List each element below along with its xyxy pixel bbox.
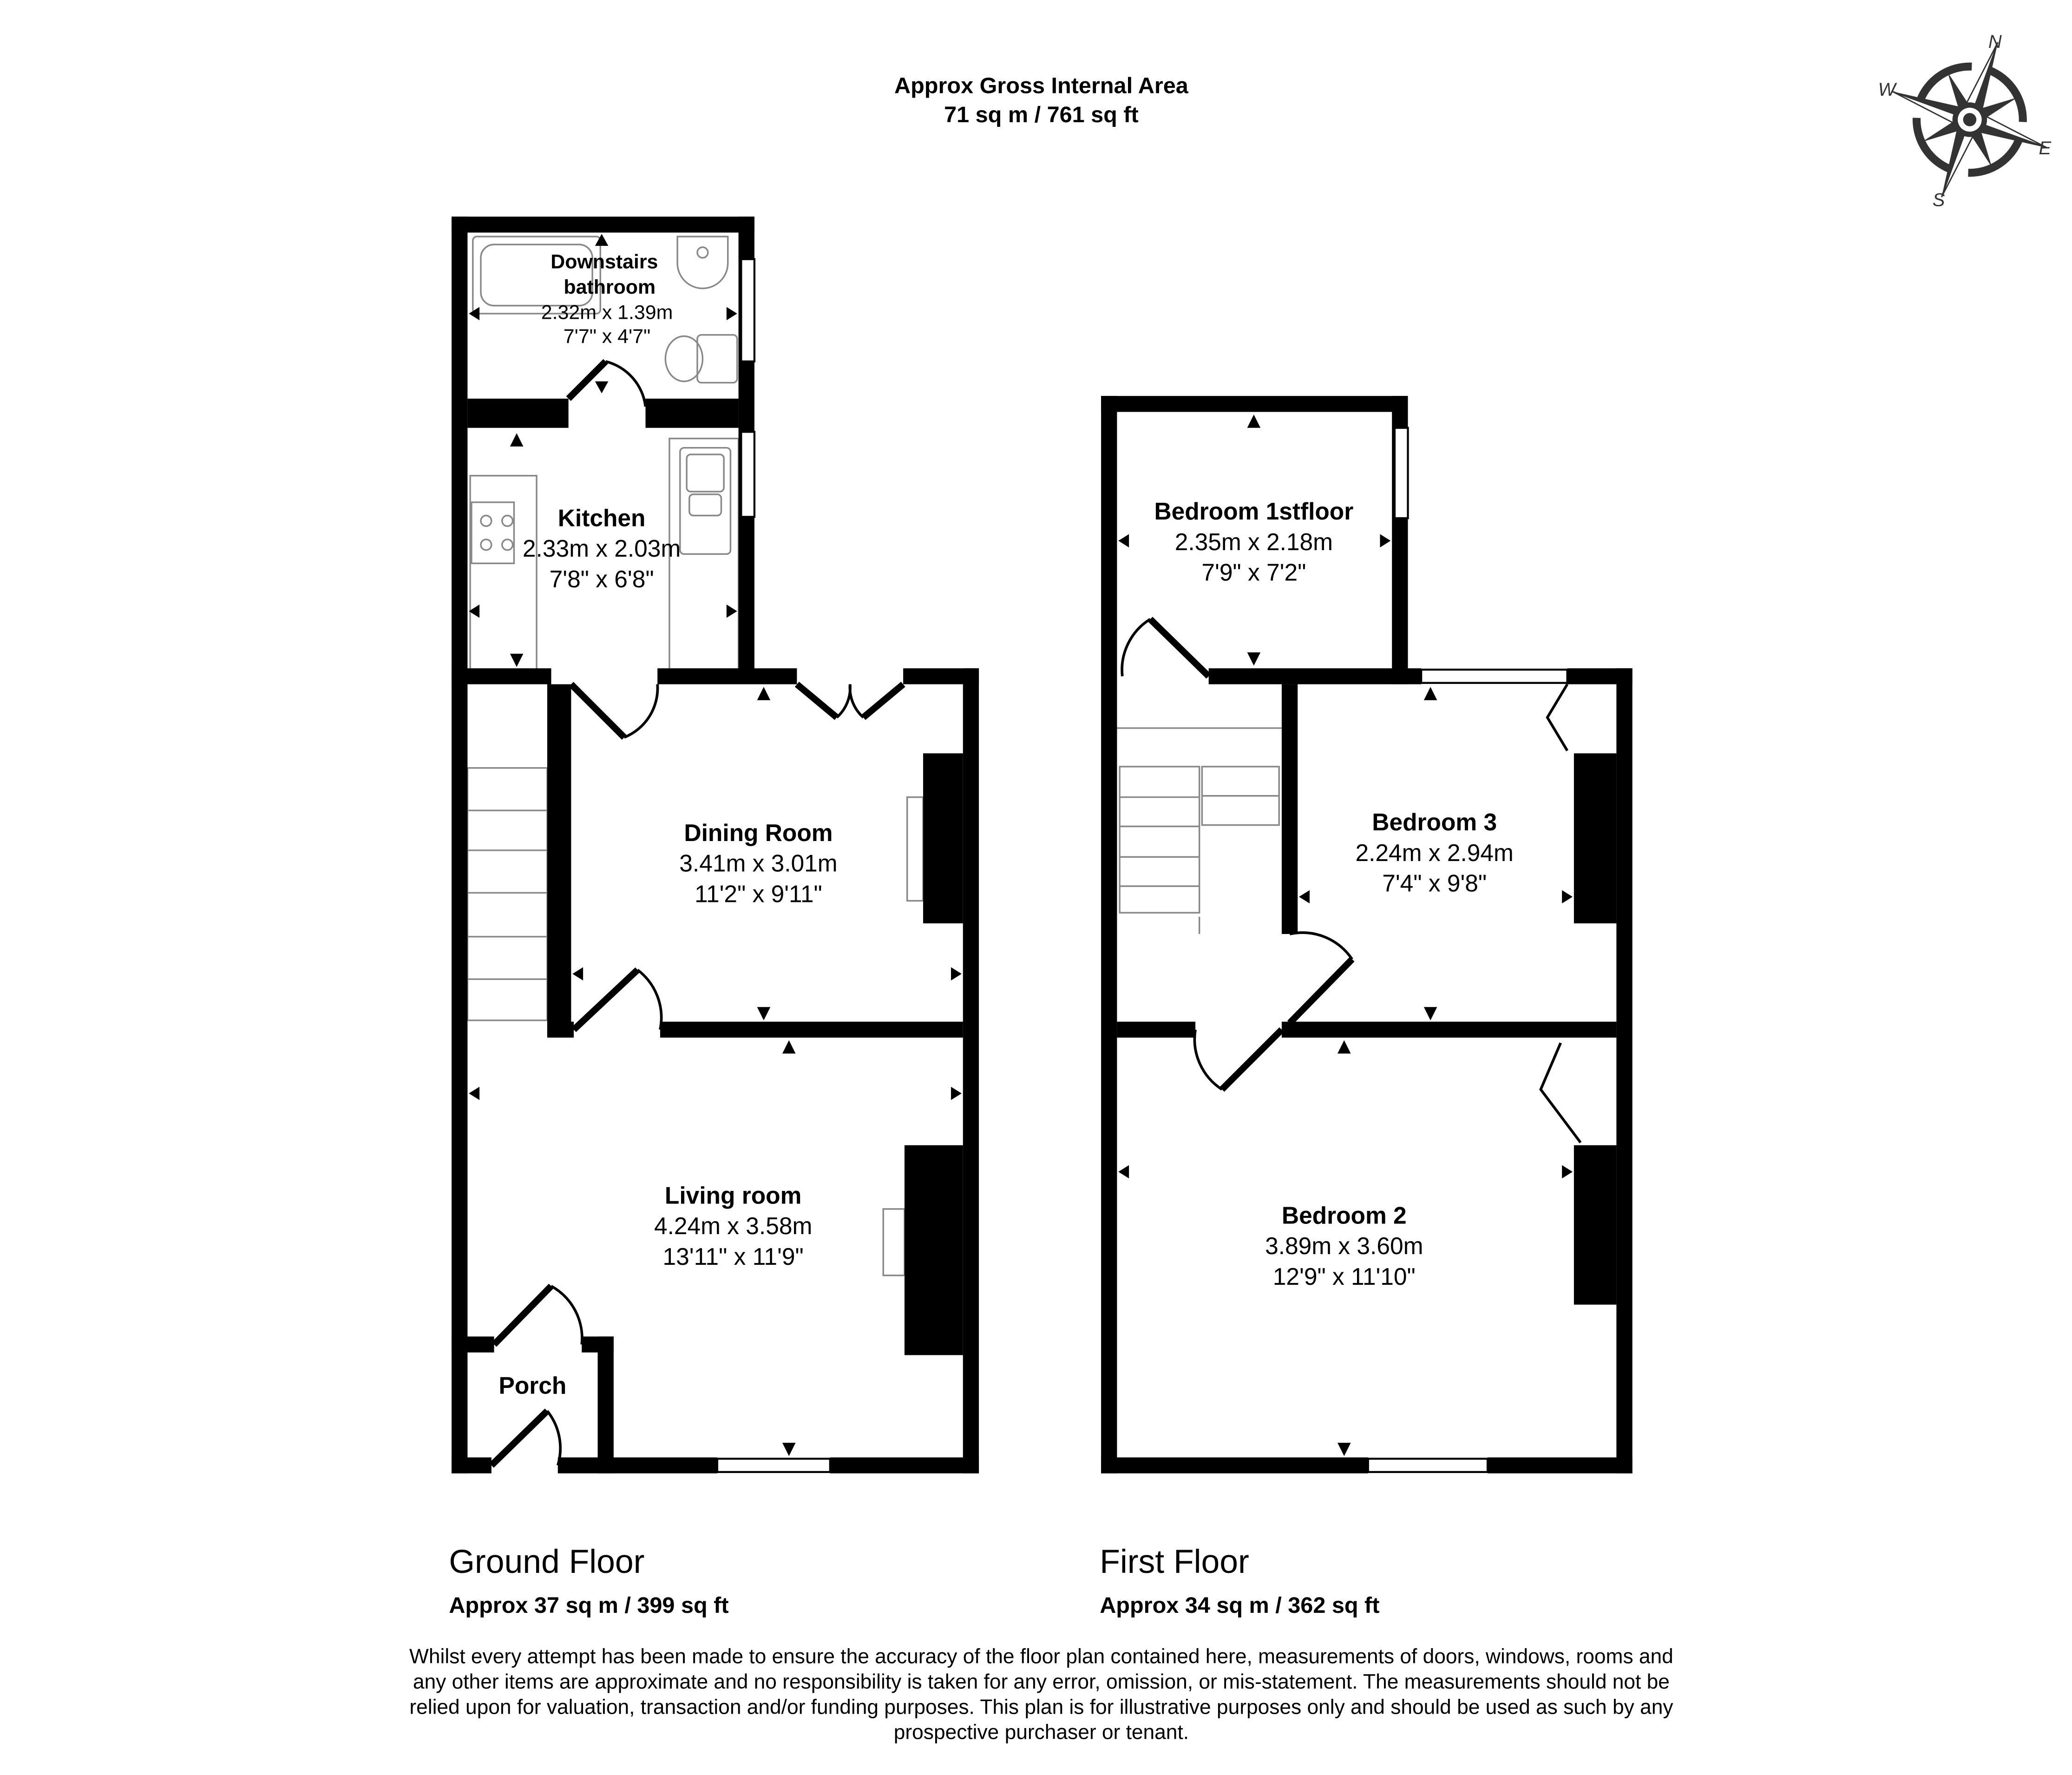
room-bedroom-2: Bedroom 2 3.89m x 3.60m 12'9" x 11'10" <box>1265 1202 1423 1290</box>
ground-floor-walls <box>452 217 979 1473</box>
svg-text:7'4" x 9'8": 7'4" x 9'8" <box>1382 870 1487 897</box>
svg-text:2.32m x 1.39m: 2.32m x 1.39m <box>541 301 673 323</box>
svg-text:7'8" x 6'8": 7'8" x 6'8" <box>550 565 654 592</box>
ground-floor-area: Approx 37 sq m / 399 sq ft <box>449 1593 728 1618</box>
compass-s: S <box>1933 190 1945 210</box>
room-bedroom-1stfloor: Bedroom 1stfloor 2.35m x 2.18m 7'9" x 7'… <box>1154 498 1353 586</box>
room-downstairs-bathroom: Downstairs bathroom 2.32m x 1.39m 7'7" x… <box>541 251 673 348</box>
first-floor-title: First Floor <box>1100 1543 1249 1580</box>
first-floor-area: Approx 34 sq m / 362 sq ft <box>1100 1593 1379 1618</box>
svg-text:11'2" x 9'11": 11'2" x 9'11" <box>695 880 822 907</box>
compass-n: N <box>1988 32 2002 52</box>
svg-text:2.33m x 2.03m: 2.33m x 2.03m <box>523 535 681 562</box>
svg-text:7'7" x 4'7": 7'7" x 4'7" <box>564 325 650 348</box>
svg-text:13'11" x 11'9": 13'11" x 11'9" <box>663 1243 804 1270</box>
ground-fixtures <box>466 236 924 1276</box>
room-porch: Porch <box>499 1372 567 1399</box>
first-doors <box>1121 617 1582 1144</box>
svg-text:12'9" x 11'10": 12'9" x 11'10" <box>1273 1263 1416 1290</box>
compass-e: E <box>2039 138 2052 158</box>
first-fixtures <box>1117 727 1282 934</box>
disclaimer: Whilst every attempt has been made to en… <box>409 1645 1673 1744</box>
svg-text:any other items are approximat: any other items are approximate and no r… <box>413 1670 1670 1693</box>
room-bedroom-3: Bedroom 3 2.24m x 2.94m 7'4" x 9'8" <box>1356 809 1514 897</box>
ground-dimension-arrows <box>469 234 962 1456</box>
gross-area-title: Approx Gross Internal Area <box>894 73 1189 98</box>
first-floor-walls <box>1101 396 1633 1473</box>
svg-text:2.24m x 2.94m: 2.24m x 2.94m <box>1356 839 1514 866</box>
svg-text:Living room: Living room <box>665 1182 801 1209</box>
svg-text:4.24m x 3.58m: 4.24m x 3.58m <box>654 1212 812 1239</box>
compass-w: W <box>1878 79 1897 100</box>
svg-text:Dining Room: Dining Room <box>684 819 833 846</box>
svg-text:3.89m x 3.60m: 3.89m x 3.60m <box>1265 1232 1423 1259</box>
svg-text:relied upon for valuation, tra: relied upon for valuation, transaction a… <box>409 1696 1673 1718</box>
first-dimension-arrows <box>1118 414 1573 1456</box>
room-dining-room: Dining Room 3.41m x 3.01m 11'2" x 9'11" <box>679 819 837 907</box>
svg-text:Bedroom 2: Bedroom 2 <box>1282 1202 1407 1229</box>
svg-text:prospective purchaser or tenan: prospective purchaser or tenant. <box>894 1721 1189 1744</box>
room-kitchen: Kitchen 2.33m x 2.03m 7'8" x 6'8" <box>523 504 681 592</box>
svg-text:bathroom: bathroom <box>564 276 656 298</box>
svg-text:3.41m x 3.01m: 3.41m x 3.01m <box>679 850 837 877</box>
ground-doors <box>489 359 905 1468</box>
ground-floor-title: Ground Floor <box>449 1543 644 1580</box>
svg-text:Whilst every attempt has been: Whilst every attempt has been made to en… <box>409 1645 1673 1668</box>
svg-text:Downstairs: Downstairs <box>551 251 658 273</box>
svg-text:Kitchen: Kitchen <box>558 504 646 531</box>
compass-rose-icon <box>1892 42 2048 197</box>
svg-text:2.35m x 2.18m: 2.35m x 2.18m <box>1175 528 1333 555</box>
svg-text:7'9" x 7'2": 7'9" x 7'2" <box>1201 559 1306 586</box>
gross-area-value: 71 sq m / 761 sq ft <box>944 102 1139 127</box>
svg-text:Bedroom 3: Bedroom 3 <box>1372 809 1497 835</box>
svg-text:Bedroom 1stfloor: Bedroom 1stfloor <box>1154 498 1353 525</box>
ground-windows <box>716 258 832 1473</box>
room-living-room: Living room 4.24m x 3.58m 13'11" x 11'9" <box>654 1182 812 1270</box>
first-windows <box>1367 427 1568 1473</box>
